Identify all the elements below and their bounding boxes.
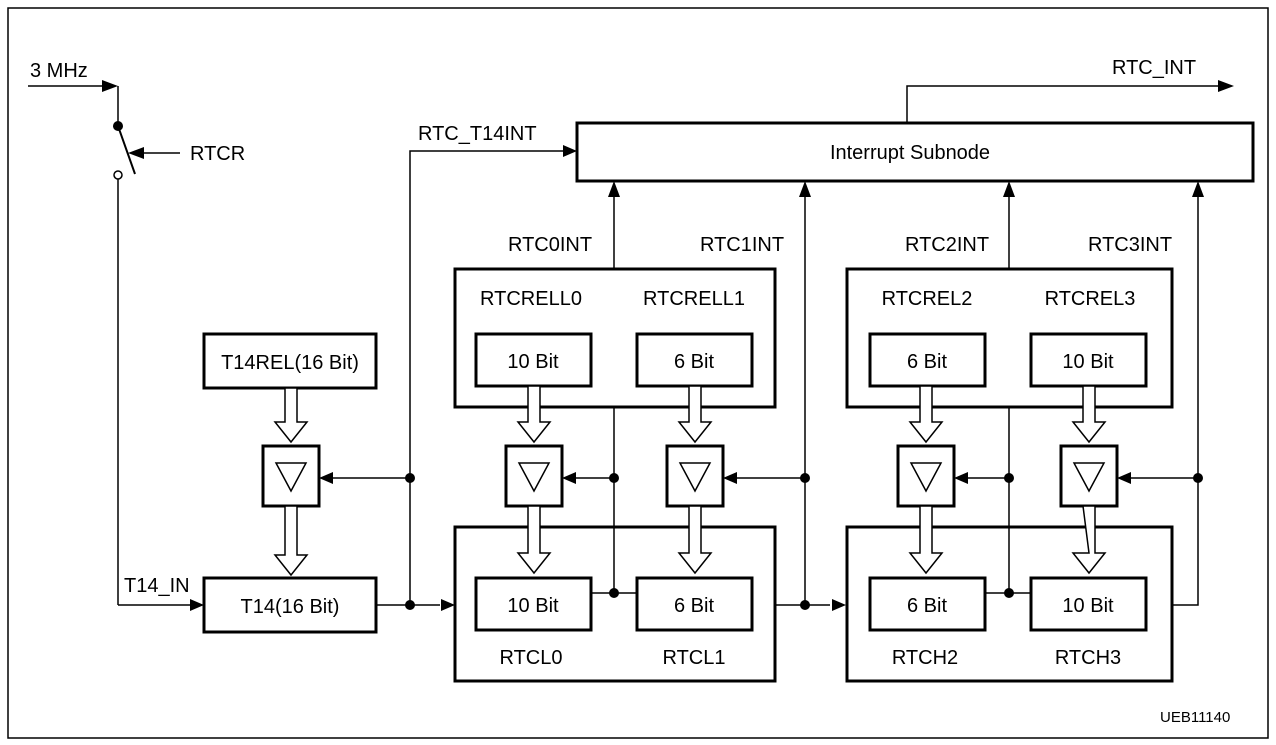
cnt2-cell: 6 Bit [907,595,947,617]
figure-id: UEB11140 [1160,709,1230,726]
rel0-cell: 10 Bit [507,351,559,373]
rtcl-section: RTCRELL0 RTCRELL1 10 Bit 6 Bit 10 Bit 6 … [453,181,846,683]
figure-frame [7,7,1269,739]
t14rel-label: T14REL(16 Bit) [221,352,359,374]
timer-t14: T14REL(16 Bit) T14(16 Bit) RTC_T14INT [202,123,577,634]
input-clock-label: 3 MHz [30,60,88,82]
rtc-t14int-label: RTC_T14INT [418,123,537,145]
interrupt-subnode: Interrupt Subnode RTC_INT [575,57,1255,183]
interrupt-subnode-label: Interrupt Subnode [830,142,990,164]
clock-input: 3 MHz RTCR T14_IN [28,60,245,611]
switch-blade [117,125,136,175]
switch-contact [113,170,123,180]
cnt0-cell: 10 Bit [507,595,559,617]
t14-in-label: T14_IN [124,575,190,597]
rtc-int-label: RTC_INT [1112,57,1196,79]
rtcl1-label: RTCL1 [663,647,726,669]
rtcr-label: RTCR [190,143,245,165]
rtcl0-label: RTCL0 [500,647,563,669]
rtc1int-label: RTC1INT [700,234,784,256]
rtch3-label: RTCH3 [1055,647,1121,669]
rtcrel2-label: RTCREL2 [882,288,973,310]
rtc3int-label: RTC3INT [1088,234,1172,256]
rel3-cell: 10 Bit [1062,351,1114,373]
rtc2int-label: RTC2INT [905,234,989,256]
cnt1-cell: 6 Bit [674,595,714,617]
rtcrell1-label: RTCRELL1 [643,288,745,310]
rtcrel3-label: RTCREL3 [1045,288,1136,310]
cnt3-cell: 10 Bit [1062,595,1114,617]
rel1-cell: 6 Bit [674,351,714,373]
t14-label: T14(16 Bit) [241,596,340,618]
rtc0int-label: RTC0INT [508,234,592,256]
rtch-section: RTCREL2 RTCREL3 6 Bit 10 Bit 6 Bit 10 Bi… [845,181,1204,683]
rel2-cell: 6 Bit [907,351,947,373]
rtch2-label: RTCH2 [892,647,958,669]
rtcrell0-label: RTCRELL0 [480,288,582,310]
